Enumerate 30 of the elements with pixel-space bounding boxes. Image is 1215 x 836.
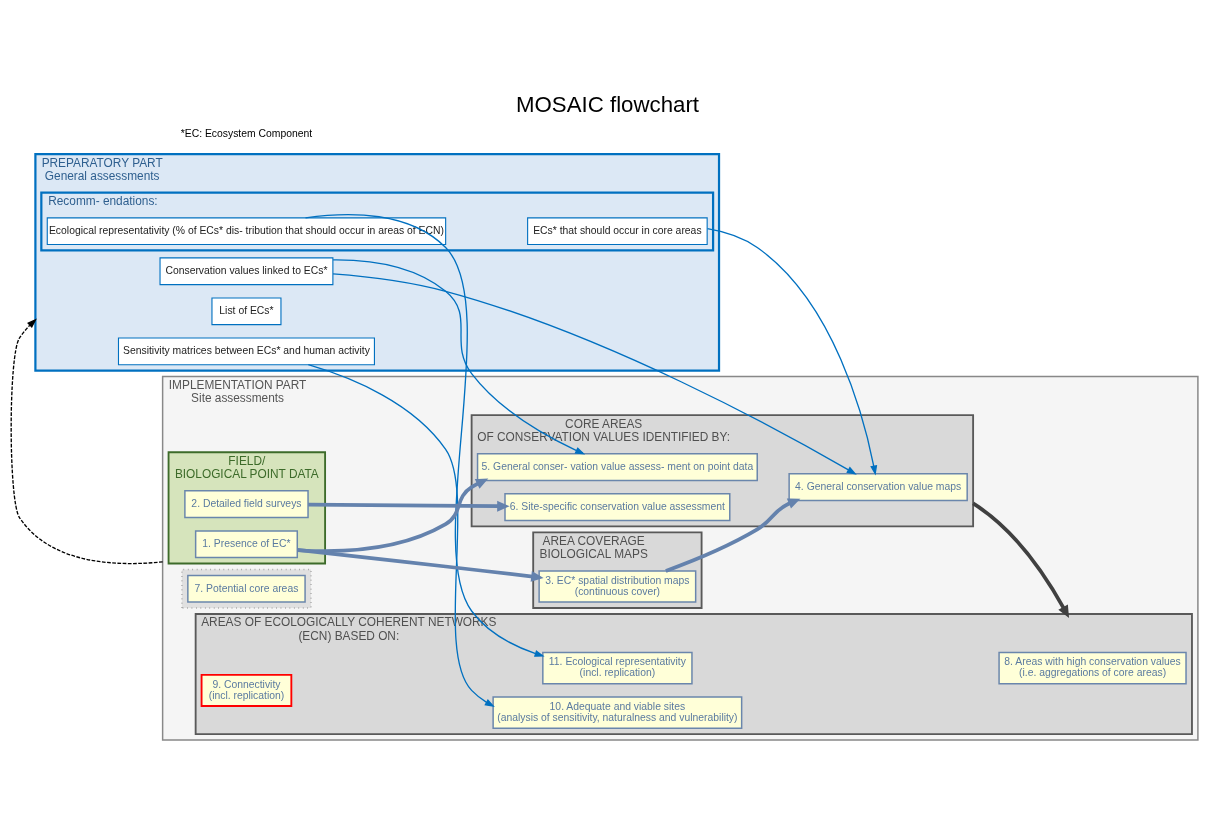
node-box: 8. Areas with high conservation values (i.e. aggregations of core areas) — [998, 651, 1187, 684]
arrow — [665, 497, 801, 573]
node-box: 11. Ecological representativity (incl. replication) — [542, 651, 693, 684]
node-box: Conservation values linked to ECs* — [159, 256, 334, 285]
arrow — [308, 500, 510, 512]
arrow — [304, 213, 545, 657]
node-box: 6. Site-specific conservation value assessment — [504, 492, 731, 521]
arrow — [706, 227, 878, 476]
cluster — [181, 568, 312, 609]
node-box: List of ECs* — [211, 296, 282, 325]
node-box: 10. Adequate and viable sites (analysis of sensitivity, naturalness and vulnerability) — [492, 695, 743, 729]
node-box: 4. General conservation value maps — [788, 472, 968, 501]
diagram-title: MOSAIC flowchart — [516, 91, 699, 117]
node-box: 9. Connectivity (incl. replication) — [200, 673, 293, 707]
node-box: Ecological representativity (% of ECs* dis- tribution that should occur in areas of ECN) — [46, 216, 447, 245]
label: *EC: Ecosystem Component — [180, 127, 313, 139]
arrow — [10, 318, 164, 564]
arrow — [297, 477, 489, 553]
arrow — [332, 258, 586, 455]
node-box: 2. Detailed field surveys — [184, 489, 309, 518]
node-box: 1. Presence of EC* — [194, 529, 298, 558]
node-box: Sensitivity matrices between ECs* and human activity — [117, 336, 375, 365]
arrow — [972, 501, 1070, 618]
node-box: ECs* that should occur in core areas — [527, 216, 708, 245]
node-box: 5. General conser- vation value assess- ment on point data — [476, 452, 758, 481]
node-box: 3. EC* spatial distribution maps (continuous cover) — [538, 569, 697, 603]
arrow — [297, 547, 544, 582]
arrow — [307, 363, 495, 707]
arrow — [332, 272, 857, 475]
node-box: 7. Potential core areas — [187, 574, 306, 603]
